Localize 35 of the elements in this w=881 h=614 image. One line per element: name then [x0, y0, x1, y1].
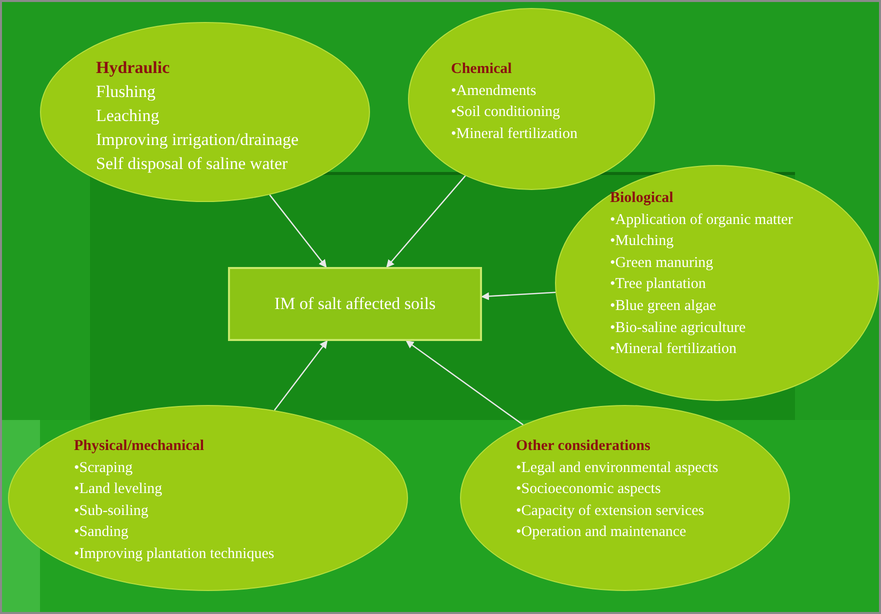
list-item: •Tree plantation: [610, 275, 707, 294]
list-item: •Blue green algae: [610, 296, 718, 316]
arrow: [274, 340, 328, 411]
list-item: •Land leveling: [74, 480, 164, 500]
list-item: •Sub-soiling: [74, 502, 150, 521]
category-title: Other considerations: [516, 437, 652, 456]
list-item: •Scraping: [74, 458, 134, 478]
list-item: Self disposal of saline water: [96, 153, 289, 175]
list-item: •Amendments: [451, 82, 538, 100]
list-item: •Bio-saline agriculture: [610, 318, 747, 338]
arrow: [386, 175, 466, 268]
list-item: •Capacity of extension services: [516, 502, 706, 521]
box-title: IM of salt affected soils: [274, 293, 436, 316]
list-item: Flushing: [96, 81, 157, 103]
list-item: •Soil conditioning: [451, 103, 562, 122]
arrow: [269, 194, 327, 268]
central-box: [228, 267, 482, 341]
category-title: Chemical: [451, 60, 513, 79]
list-item: •Green manuring: [610, 254, 714, 273]
list-item: •Sanding: [74, 523, 130, 542]
list-item: •Mineral fertilization: [451, 124, 578, 144]
list-item: •Socioeconomic aspects: [516, 480, 662, 500]
list-item: •Improving plantation techniques: [74, 544, 274, 564]
list-item: •Mulching: [610, 232, 675, 252]
list-item: •Application of organic matter: [610, 210, 793, 230]
category-title: Physical/mechanical: [74, 437, 205, 456]
list-item: •Mineral fertilization: [610, 340, 738, 360]
list-item: Leaching: [96, 105, 160, 127]
list-item: Improving irrigation/drainage: [96, 129, 299, 151]
list-item: •Operation and maintenance: [516, 523, 688, 542]
category-title: Hydraulic: [96, 57, 171, 79]
arrow: [406, 340, 524, 426]
list-item: •Legal and environmental aspects: [516, 458, 718, 478]
category-title: Biological: [610, 189, 674, 208]
arrow: [481, 292, 556, 300]
